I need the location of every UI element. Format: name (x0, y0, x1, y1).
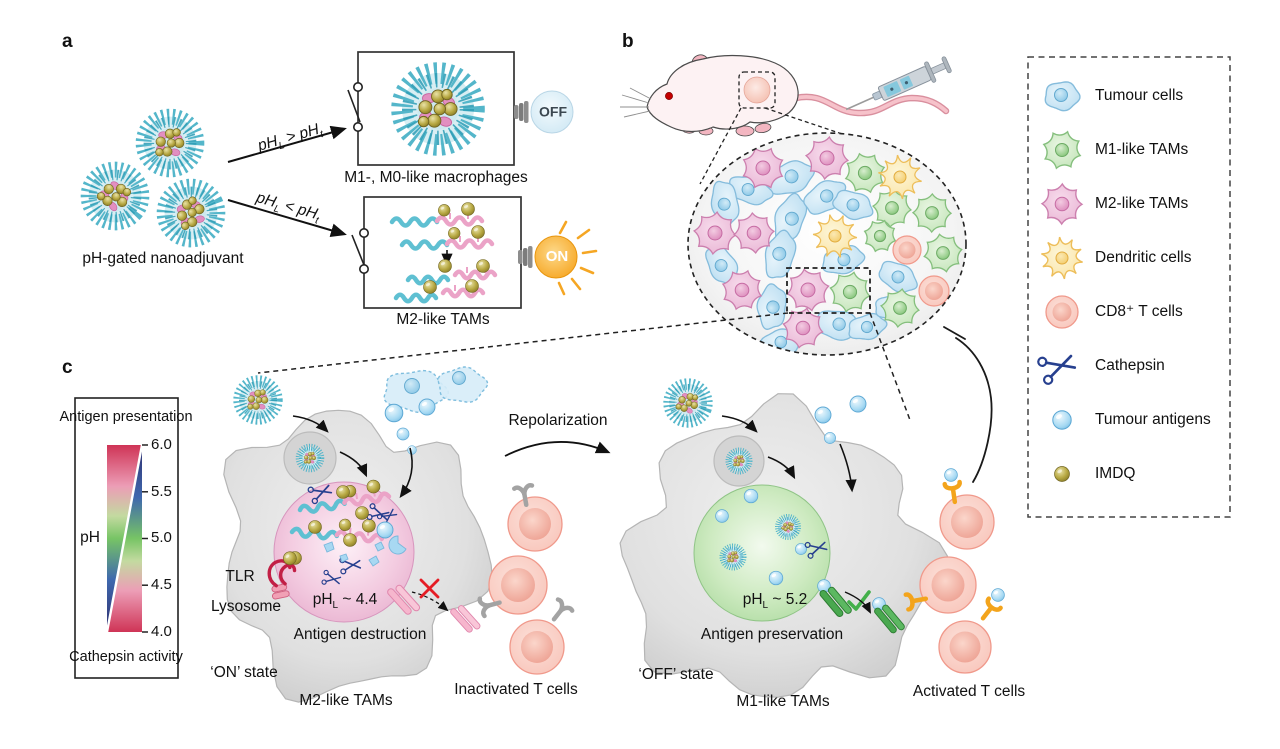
panel-c (74, 312, 1005, 703)
panel-a (78, 51, 598, 309)
m2-tams-label: M2-like TAMs (299, 691, 393, 709)
tumour-microenvironment (687, 132, 967, 356)
m2-cells-group (692, 135, 850, 349)
m1-ph-label: pHL ~ 5.2 (742, 590, 808, 611)
nanoadjuvant-icon (239, 381, 277, 419)
on-state-label: ‘ON’ state (210, 663, 278, 681)
legend-box (1027, 56, 1231, 518)
tumour-zoom-box (738, 71, 776, 109)
lysosome-label: Lysosome (210, 597, 282, 615)
bulb-off-icon (514, 90, 574, 134)
colorbar-top-label: Antigen presentation (59, 409, 193, 426)
tlr-label: TLR (225, 567, 255, 585)
bulb-off-label: OFF (539, 103, 567, 120)
m2-lysosome-contents (267, 478, 407, 600)
nanoadjuvant-icon (664, 379, 713, 428)
nanoadjuvant-label: pH-gated nanoadjuvant (82, 249, 244, 267)
green-check-icon (847, 590, 871, 611)
m1-macrophage (619, 379, 949, 698)
mhc-blocked (385, 578, 482, 636)
colorbar-tick: 5.5 (151, 483, 172, 501)
red-x-icon (419, 578, 440, 599)
m2-macrophage (223, 366, 493, 703)
mouse-icon (620, 54, 950, 137)
cd8-cells-group (892, 235, 950, 307)
antigen-destruction-label: Antigen destruction (293, 625, 427, 643)
arrow-ph-less (227, 199, 347, 238)
tumour-cell-icon (1044, 81, 1081, 112)
panel-b (620, 54, 993, 483)
antigen-preservation-label: Antigen preservation (700, 625, 844, 643)
legend-label-cathepsin: Cathepsin (1095, 356, 1165, 374)
colorbar-tick: 6.0 (151, 436, 172, 454)
bulb-on-label: ON (545, 248, 569, 266)
bulb-on-icon (518, 220, 598, 296)
panel-letter-b: b (622, 31, 634, 52)
nanoadjuvant-particles-icon (78, 117, 226, 248)
degraded-polymer-icon (392, 203, 495, 302)
tumour-antigen-icon (1052, 410, 1072, 430)
legend-label-m2-tams: M2-like TAMs (1095, 194, 1189, 212)
legend-label-imdq: IMDQ (1095, 464, 1136, 482)
dendritic-cell-icon (1041, 236, 1083, 280)
inactivated-t-cells-label: Inactivated T cells (454, 680, 578, 698)
m2-tam-icon (1040, 182, 1084, 226)
mhc-presenting (817, 579, 907, 637)
dendritic-cells-group (812, 154, 922, 258)
panel-letter-c: c (62, 357, 73, 378)
tlr-icon (267, 550, 299, 600)
ph-colorbar (74, 397, 179, 679)
off-box-label: M1-, M0-like macrophages (344, 168, 528, 186)
legend-label-tumour-cells: Tumour cells (1095, 86, 1184, 104)
inhibition-arrow (943, 326, 993, 483)
inactivated-t-cells (479, 485, 572, 675)
off-state-label: ‘OFF’ state (638, 665, 714, 683)
colorbar-tick: 4.5 (151, 576, 172, 594)
activated-t-cells (906, 468, 1005, 674)
m1-tams-label: M1-like TAMs (736, 692, 830, 710)
on-box-label: M2-like TAMs (396, 310, 490, 328)
activated-t-cells-label: Activated T cells (912, 682, 1026, 700)
colorbar-bottom-label: Cathepsin activity (69, 649, 183, 666)
tumour-bump-icon (743, 76, 771, 104)
arrow-ph-greater (227, 125, 347, 163)
legend-label-cd8-t-cells: CD8⁺ T cells (1095, 302, 1183, 320)
legend-label-tumour-antigens: Tumour antigens (1095, 410, 1211, 428)
m2-ph-label: pHL ~ 4.4 (312, 590, 378, 611)
m1-tam-icon (1042, 130, 1082, 170)
open-switch-icon (347, 82, 363, 133)
m2-lysosome-icon (273, 481, 415, 623)
open-switch-icon (351, 228, 369, 274)
imdq-icon (1053, 465, 1071, 483)
cd8-t-cell-icon (1045, 295, 1079, 329)
tme-zoom-box (786, 267, 871, 314)
dying-tumour-cells-icon (383, 366, 489, 455)
colorbar-tick: 5.0 (151, 529, 172, 547)
panel-letter-a: a (62, 31, 73, 52)
off-state-box (347, 51, 574, 166)
m1-cells-group (829, 152, 963, 329)
mouse-eye-icon (665, 92, 673, 100)
colorbar-tick: 4.0 (151, 623, 172, 641)
syringe-icon (845, 56, 952, 111)
repolarization-arrow (504, 441, 611, 457)
colorbar-axis-label: pH (80, 528, 100, 546)
legend-label-m1-tams: M1-like TAMs (1095, 140, 1189, 158)
repolarization-label: Repolarization (508, 411, 608, 429)
tumour-cells-group (705, 160, 918, 355)
legend-label-dendritic-cells: Dendritic cells (1095, 248, 1192, 266)
on-state-box (351, 196, 598, 309)
